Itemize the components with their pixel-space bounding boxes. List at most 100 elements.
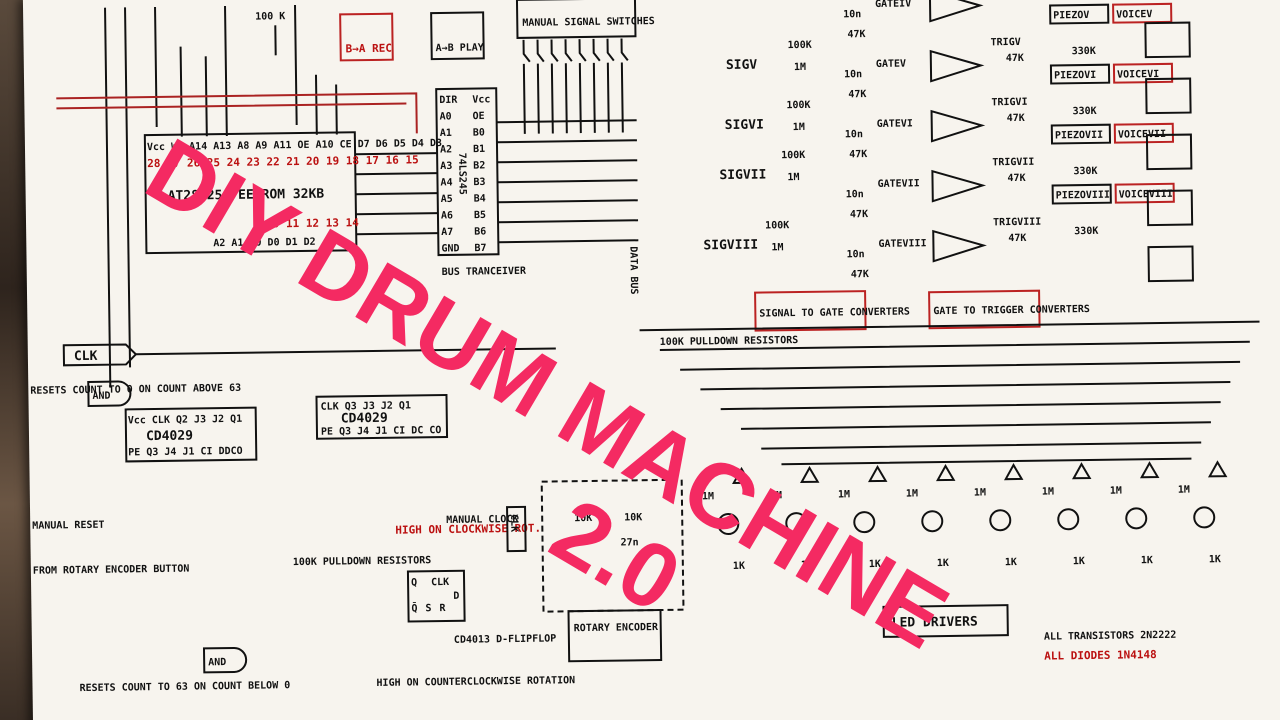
clk-box bbox=[62, 343, 138, 367]
led-transistor bbox=[1057, 508, 1080, 531]
rotary-10k-a: 10K bbox=[574, 513, 592, 524]
voice-flipflop bbox=[1146, 189, 1194, 227]
voice-label: VOICEV bbox=[1116, 9, 1152, 21]
manual-reset-label: MANUAL RESET bbox=[32, 520, 104, 532]
cd4029-b-label: CD4029 bbox=[341, 411, 388, 427]
manual-clock-box bbox=[506, 505, 527, 553]
bus-pulldown-label: 100K PULLDOWN RESISTORS bbox=[660, 335, 799, 348]
led-resistor-1m: 1M bbox=[974, 487, 986, 498]
led-transistor bbox=[1193, 506, 1216, 529]
resistor-1m-label: 1M bbox=[794, 62, 806, 73]
voice-flipflop bbox=[1147, 245, 1194, 283]
manual-switch bbox=[564, 39, 573, 134]
flipflop-pin: CLK bbox=[431, 577, 449, 588]
resistor-47k-label: 47K bbox=[1007, 173, 1025, 184]
transceiver-chip-number: 74LS245 bbox=[456, 153, 468, 195]
transceiver-pin-left: GND bbox=[441, 243, 459, 254]
led-diode bbox=[1207, 460, 1228, 478]
signal-to-gate-label: SIGNAL TO GATE CONVERTERS bbox=[759, 306, 910, 319]
transceiver-pin-right: B4 bbox=[474, 193, 486, 204]
led-resistor-1k: 1K bbox=[1209, 554, 1221, 565]
trigger-labels: TRIGV47K330KTRIGVI47K330KTRIGVII47K330KT… bbox=[991, 37, 1099, 244]
and-gate-bottom bbox=[202, 646, 248, 674]
manual-switch bbox=[550, 39, 559, 134]
gate-label: GATEV bbox=[876, 59, 906, 70]
all-transistors-note: ALL TRANSISTORS 2N2222 bbox=[1044, 630, 1177, 643]
manual-switches-label: MANUAL SIGNAL SWITCHES bbox=[522, 16, 655, 29]
voice-flipflop bbox=[1145, 133, 1193, 171]
resistor-47k-label: 47K bbox=[847, 29, 865, 40]
gate-to-trigger-label: GATE TO TRIGGER CONVERTERS bbox=[933, 304, 1090, 317]
eeprom-pin-labels-top: Vcc WE A14 A13 A8 A9 A11 OE A10 CE D7 D6… bbox=[147, 138, 442, 153]
opamp bbox=[930, 109, 986, 143]
and-gate-bottom-label: AND bbox=[208, 657, 226, 668]
led-resistor-1m: 1M bbox=[702, 491, 714, 502]
trigger-label: TRIGVII bbox=[992, 157, 1034, 169]
and-gate-top-label: AND bbox=[92, 391, 110, 402]
resistor-100k-label: 100K bbox=[788, 40, 812, 51]
signal-label: SIGVI bbox=[725, 118, 764, 134]
resistor-47k-label: 47K bbox=[849, 149, 867, 160]
resistor-330k-label: 330K bbox=[1073, 166, 1097, 177]
high-counterclockwise-note: HIGH ON COUNTERCLOCKWISE ROTATION bbox=[376, 675, 575, 689]
transceiver-pin-left: A4 bbox=[440, 177, 452, 188]
resistor-1m-label: 1M bbox=[771, 242, 783, 253]
led-drivers-label: LED DRIVERS bbox=[892, 615, 978, 631]
manual-switch bbox=[592, 38, 601, 133]
manual-switches-box bbox=[515, 0, 637, 39]
eeprom-label: AT28C256 EEPROM 32KB bbox=[168, 187, 325, 204]
resistor-100k-label: 100K bbox=[786, 100, 810, 111]
transceiver-pin-right: B3 bbox=[473, 177, 485, 188]
transceiver-pin-right: B7 bbox=[474, 243, 486, 254]
led-resistor-1k: 1K bbox=[801, 560, 813, 571]
led-diode bbox=[1139, 461, 1160, 479]
signal-labels: SIGV100K1MSIGVI100K1MSIGVII100K1MSIGVIII… bbox=[703, 40, 812, 254]
gate-label: GATEVIII bbox=[878, 238, 926, 250]
gate-label: GATEIV bbox=[875, 0, 911, 10]
transceiver-pin-left: A5 bbox=[441, 194, 453, 205]
led-resistor-1k: 1K bbox=[733, 561, 745, 572]
transceiver-pin-right: OE bbox=[473, 111, 485, 122]
transceiver-pin-left: A6 bbox=[441, 210, 453, 221]
led-drivers-box bbox=[882, 604, 1009, 638]
opamp bbox=[929, 49, 985, 83]
piezo-label: PIEZOVII bbox=[1055, 130, 1103, 142]
resistor-330k-label: 330K bbox=[1074, 226, 1098, 237]
led-diode bbox=[868, 464, 888, 483]
resistor-47k-label: 47K bbox=[851, 269, 869, 280]
resistor-47k-label: 47K bbox=[848, 89, 866, 100]
data-wires bbox=[355, 119, 639, 244]
voice-flipflop bbox=[1144, 21, 1191, 59]
rotary-27n: 27n bbox=[620, 537, 638, 548]
transceiver-pin-left: A1 bbox=[440, 128, 452, 139]
pulldown-resistors-label: 100K PULLDOWN RESISTORS bbox=[293, 555, 432, 568]
gate-label: GATEVI bbox=[877, 118, 913, 130]
resistor-330k-label: 330K bbox=[1072, 46, 1096, 57]
data-bus-label: DATA BUS bbox=[627, 246, 639, 294]
gate-to-trigger-box bbox=[928, 289, 1041, 330]
rotary-10k-b: 10K bbox=[624, 512, 642, 523]
cd4029-a-pins-top: Vcc CLK Q2 J3 J2 Q1 bbox=[128, 414, 243, 427]
trigger-label: TRIGVI bbox=[991, 97, 1027, 109]
opamp bbox=[932, 229, 987, 263]
signal-label: SIGV bbox=[726, 58, 758, 73]
voice-label: VOICEVIII bbox=[1119, 189, 1173, 201]
control-wires-red bbox=[56, 92, 418, 134]
eeprom-chip bbox=[143, 131, 358, 255]
eeprom-pin-labels-bottom: A2 A1 A0 D0 D1 D2 bbox=[213, 237, 316, 249]
voice-box bbox=[1114, 182, 1175, 204]
piezo-box bbox=[1050, 123, 1112, 145]
manual-switch bbox=[620, 38, 629, 133]
manual-switch bbox=[578, 39, 587, 134]
led-transistor bbox=[853, 511, 876, 534]
led-resistor-1m: 1M bbox=[906, 488, 918, 499]
clk-label: CLK bbox=[74, 349, 98, 364]
cd4029-b-chip bbox=[315, 393, 449, 440]
led-transistor bbox=[1125, 507, 1148, 530]
flipflop-label: CD4013 D-FLIPFLOP bbox=[454, 633, 557, 645]
led-diode bbox=[1071, 462, 1092, 480]
transceiver-pin-left: A0 bbox=[440, 111, 452, 122]
